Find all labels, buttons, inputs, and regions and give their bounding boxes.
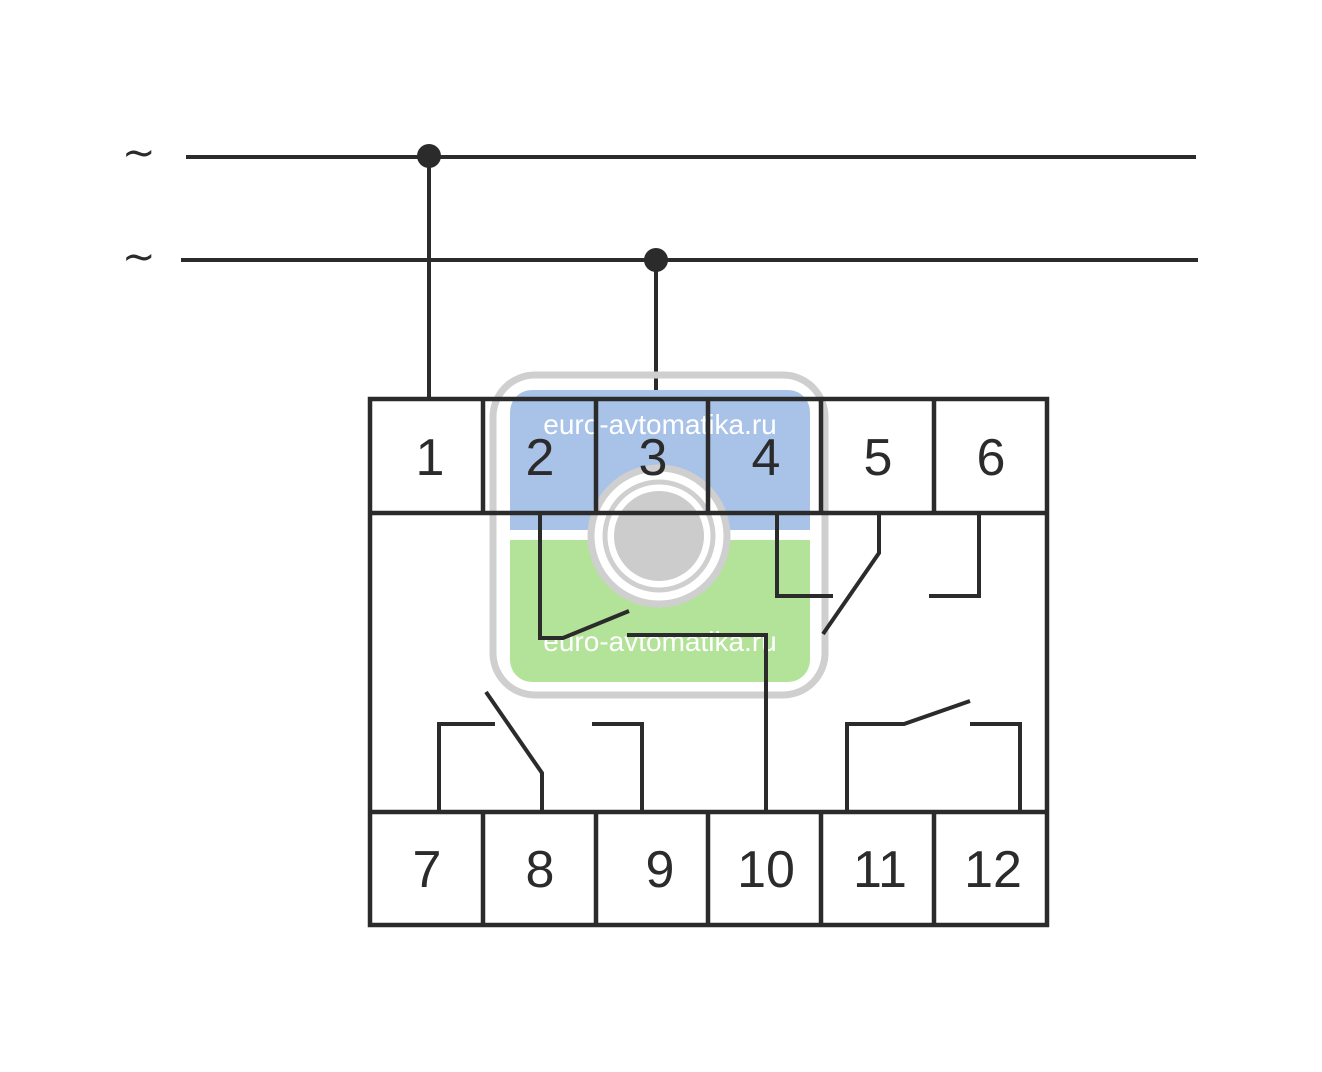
supply-symbol-2: ~ [122, 234, 156, 280]
terminal-label-3: 3 [639, 429, 668, 487]
contact-7-lead [437, 722, 495, 812]
contact-6-lead [929, 513, 981, 598]
terminal-label-1: 1 [416, 429, 445, 487]
watermark-top-panel [510, 390, 810, 530]
contact-4-lead [775, 513, 833, 598]
contact-8-lead [484, 690, 544, 812]
terminal-label-4: 4 [752, 429, 781, 487]
terminal-label-8: 8 [526, 841, 555, 899]
supply-symbol-1: ~ [122, 130, 156, 176]
terminal-label-9: 9 [646, 841, 675, 899]
watermark-frame [489, 371, 829, 699]
watermark-bottom-panel [510, 540, 810, 682]
terminal-label-11: 11 [853, 841, 907, 899]
terminal-label-5: 5 [864, 429, 893, 487]
terminal-label-2: 2 [526, 429, 555, 487]
contact-2-lead [538, 513, 630, 640]
terminal-label-12: 12 [964, 841, 1022, 899]
watermark-center-dot [614, 491, 704, 581]
watermark-text-top: euro-avtomatika.ru [543, 409, 776, 440]
terminal-label-6: 6 [977, 429, 1006, 487]
contact-11-lead [845, 699, 971, 812]
terminal-label-10: 10 [737, 841, 795, 899]
contact-5-lead [821, 513, 881, 636]
contact-10-lead [627, 633, 768, 812]
contact-9-lead [592, 722, 644, 812]
terminal-label-7: 7 [413, 841, 442, 899]
contact-12-lead [970, 722, 1022, 812]
